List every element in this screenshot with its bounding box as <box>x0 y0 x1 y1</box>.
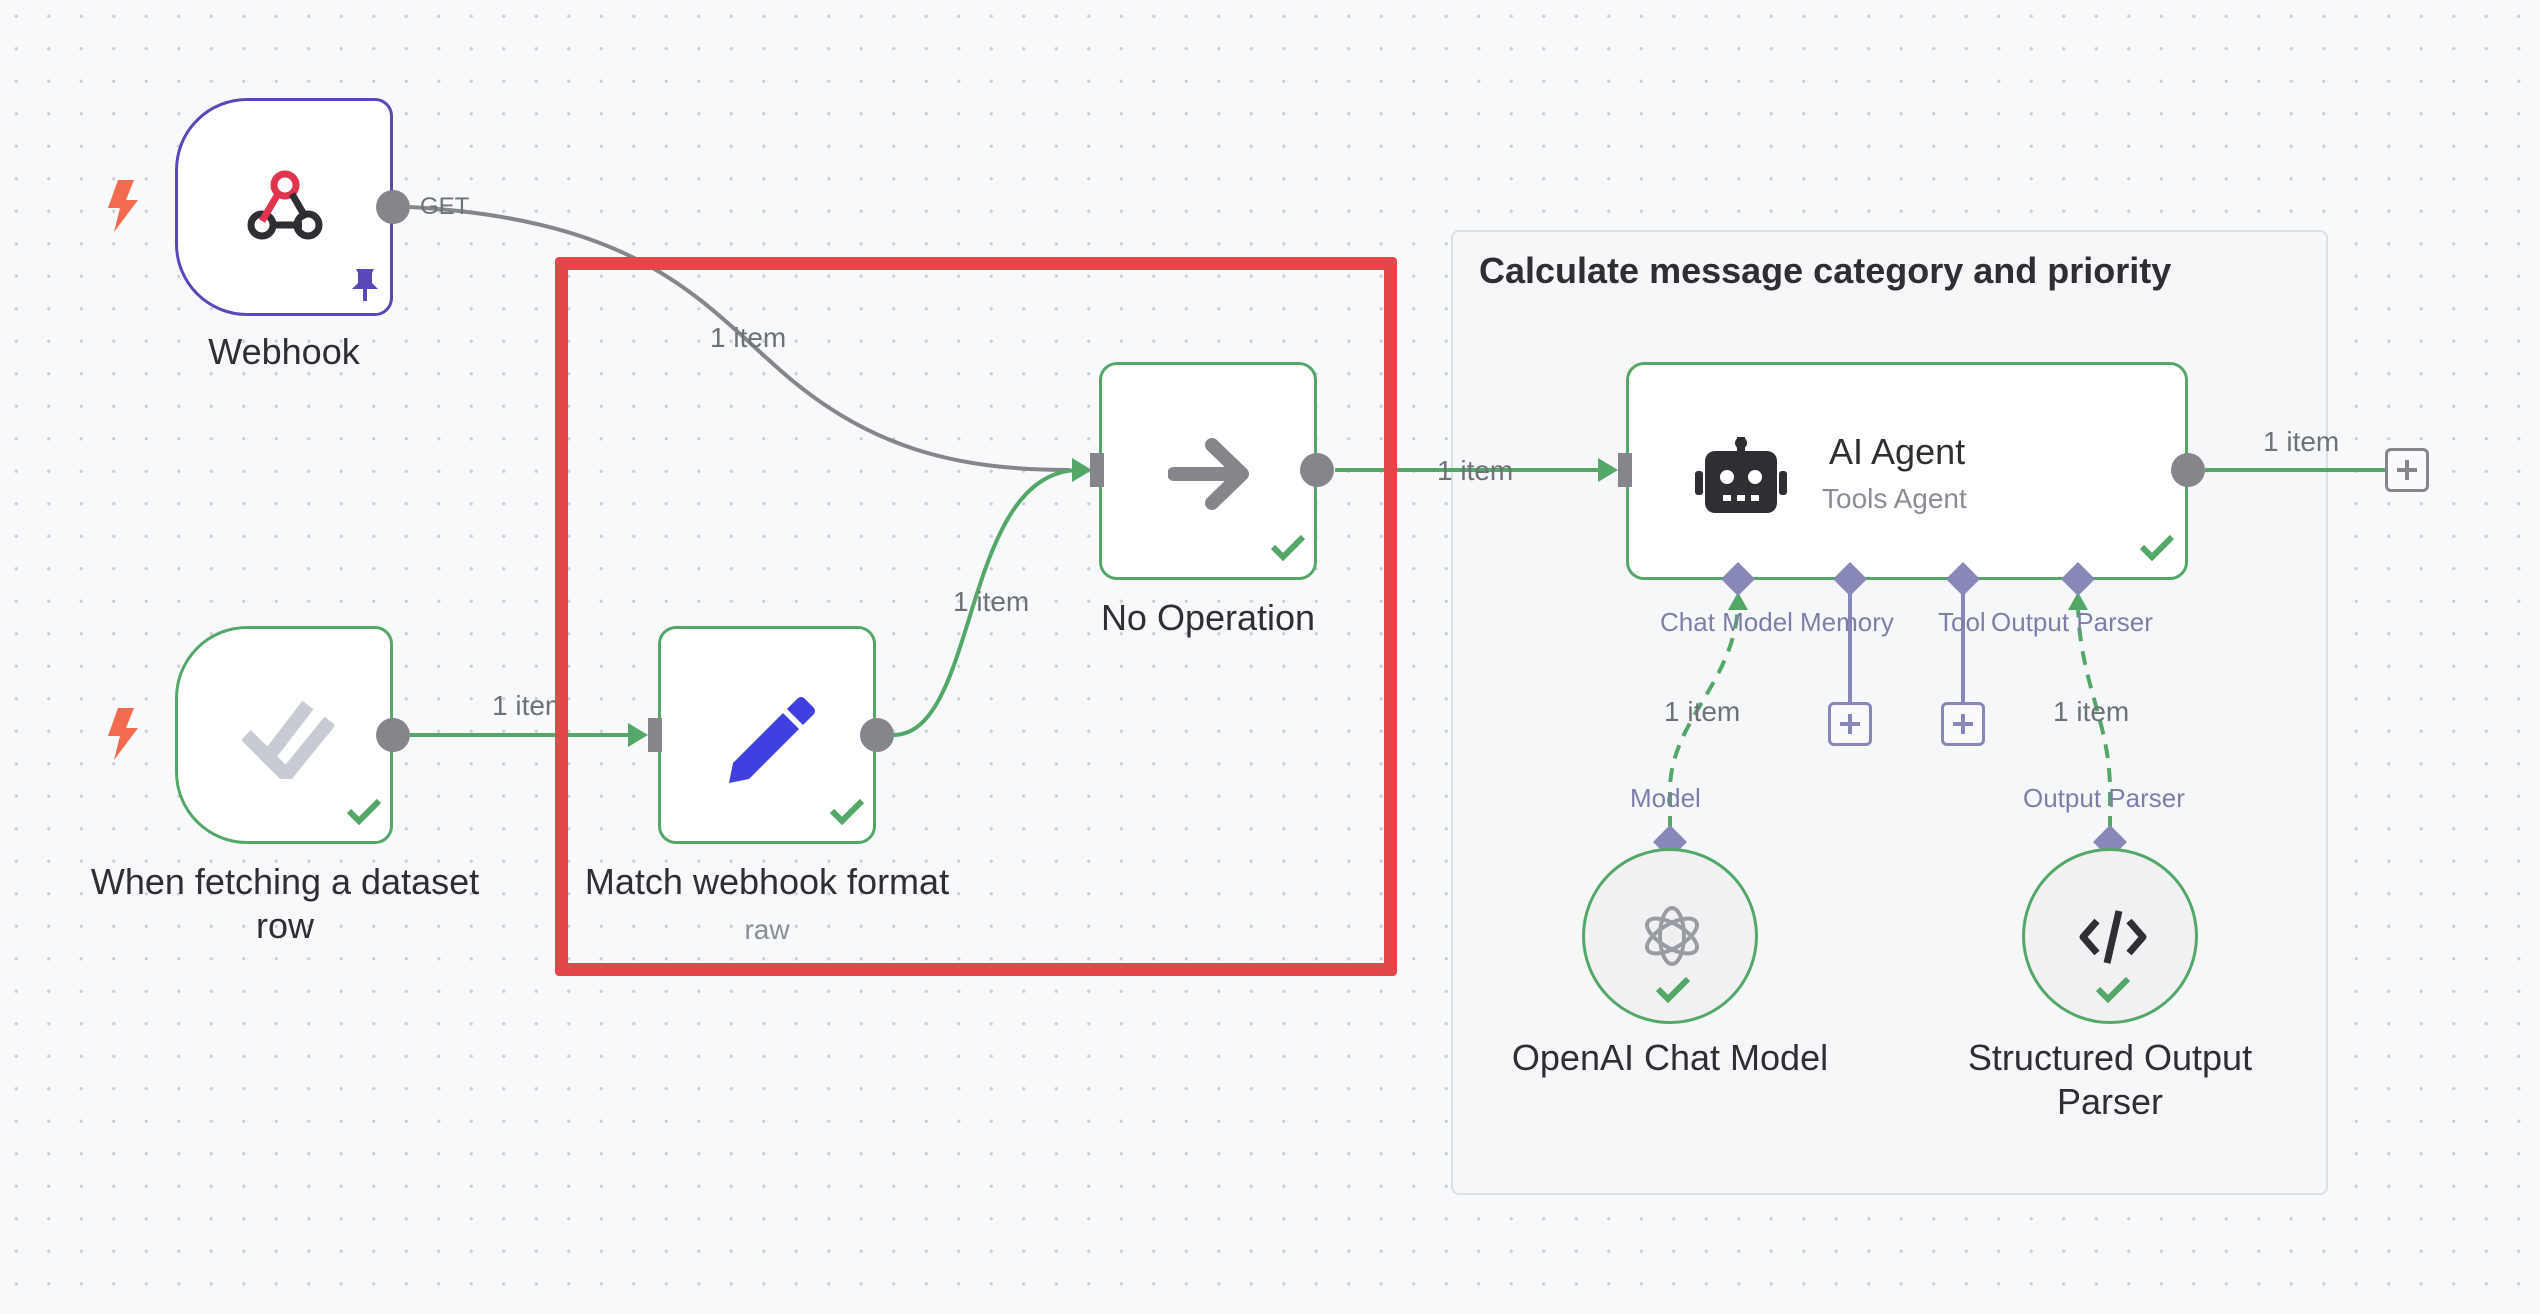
node-sublabel-match-webhook-format: raw <box>744 914 790 945</box>
output-handle[interactable] <box>860 718 894 752</box>
success-check-icon <box>346 798 382 825</box>
node-label-ai-agent: AI Agent <box>1829 431 1966 472</box>
node-label-openai-chat-model: OpenAI Chat Model <box>1511 1037 1829 1078</box>
success-check-icon <box>1655 976 1691 1003</box>
add-tool-button[interactable] <box>1941 702 1985 746</box>
node-structured-output-parser[interactable] <box>2022 848 2198 1024</box>
robot-icon <box>1695 437 1787 513</box>
pencil-icon <box>729 697 815 783</box>
sticky-title: Calculate message category and priority <box>1479 250 2172 291</box>
pin-icon <box>352 269 378 301</box>
port-label-output-parser-sub: Output Parser <box>2023 783 2185 813</box>
openai-icon <box>1645 906 1699 966</box>
plus-icon <box>2397 460 2417 480</box>
output-handle[interactable] <box>2171 453 2205 487</box>
input-handle[interactable] <box>1090 453 1104 487</box>
edge-label-parser: 1 item <box>2053 696 2130 727</box>
node-openai-chat-model[interactable] <box>1582 848 1758 1024</box>
node-label-match-webhook-format: Match webhook format <box>584 861 950 902</box>
node-sublabel-ai-agent: Tools Agent <box>1822 483 1967 514</box>
port-label-model: Model <box>1630 783 1701 813</box>
plus-icon <box>1840 714 1860 734</box>
edge-label-webhook: 1 item <box>710 322 787 353</box>
webhook-icon <box>247 170 323 240</box>
port-label-chat-model: Chat Model <box>1660 607 1793 637</box>
code-icon <box>2079 910 2147 964</box>
node-label-webhook: Webhook <box>208 331 360 372</box>
node-ai-agent[interactable]: AI Agent Tools Agent <box>1626 362 2188 580</box>
add-memory-button[interactable] <box>1828 702 1872 746</box>
webhook-method-label: GET <box>420 193 470 220</box>
edge-label-noop: 1 item <box>1437 455 1514 486</box>
node-webhook[interactable] <box>175 98 393 316</box>
success-check-icon <box>2139 534 2175 561</box>
output-handle[interactable] <box>376 718 410 752</box>
selection-highlight <box>555 257 1397 976</box>
port-label-memory: Memory <box>1800 607 1894 637</box>
success-check-icon <box>829 798 865 825</box>
output-handle[interactable] <box>1300 453 1334 487</box>
double-check-icon <box>242 700 334 779</box>
node-label-structured-output-parser: Structured Output Parser <box>1967 1037 2253 1122</box>
input-handle[interactable] <box>1618 453 1632 487</box>
node-no-operation[interactable] <box>1099 362 1317 580</box>
edge-label-match: 1 item <box>953 586 1030 617</box>
port-label-output-parser: Output Parser <box>1991 607 2153 637</box>
trigger-bolt-icon <box>108 180 138 232</box>
node-label-no-operation: No Operation <box>1100 597 1316 638</box>
success-check-icon <box>2095 976 2131 1003</box>
trigger-bolt-icon <box>108 708 138 760</box>
plus-icon <box>1953 714 1973 734</box>
node-dataset-trigger[interactable] <box>175 626 393 844</box>
edge-label-model: 1 item <box>1664 696 1741 727</box>
port-label-tool: Tool <box>1938 607 1986 637</box>
arrow-right-icon <box>1168 438 1249 510</box>
node-match-webhook-format[interactable] <box>658 626 876 844</box>
success-check-icon <box>1270 534 1306 561</box>
input-handle[interactable] <box>648 718 662 752</box>
add-node-button[interactable] <box>2385 448 2429 492</box>
output-handle[interactable] <box>376 190 410 224</box>
edge-label-agent-out: 1 item <box>2263 426 2340 457</box>
node-label-dataset-trigger: When fetching a dataset row <box>90 861 480 946</box>
